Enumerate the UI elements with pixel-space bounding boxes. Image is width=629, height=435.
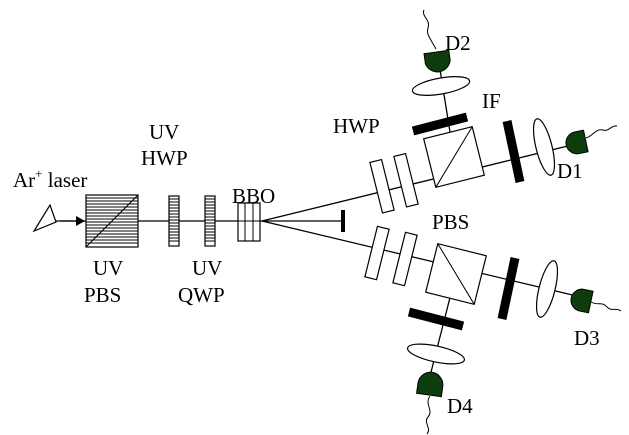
upper-hwp-plate-2 [393,152,419,208]
lower-hwp-plate-2 [392,231,418,287]
uv-pbs-label-2: PBS [84,283,121,307]
lens-d1 [532,118,556,176]
uv-pbs-cube [85,194,139,248]
lens-d4 [406,343,466,365]
detector-d4 [416,371,444,435]
d3-label: D3 [574,326,600,350]
uv-hwp-plate [168,195,180,247]
lower-pbs-cube [424,242,488,306]
uv-pbs-label-1: UV [93,256,123,280]
uv-qwp-label-2: QWP [178,283,225,307]
d2-label: D2 [445,31,471,55]
bbo-crystal [237,202,261,242]
laser-label: Ar+ laser [13,166,87,192]
detector-d2 [422,9,451,73]
lens-d3 [535,260,559,318]
if-filter-d4 [407,307,465,331]
d1-label: D1 [557,159,583,183]
uv-hwp-label-2: HWP [141,146,188,170]
upper-pbs-cube [422,125,486,189]
uv-qwp-plate [204,195,216,247]
pbs-label: PBS [432,210,469,234]
d4-label: D4 [447,394,473,418]
detector-d1 [565,125,618,155]
lower-hwp-plate-1 [364,225,390,281]
lower-photon-beam [261,220,586,299]
uv-hwp-label-1: UV [149,120,179,144]
lens-d2 [411,76,471,96]
uv-qwp-label-1: UV [192,256,222,280]
upper-hwp-plate-1 [369,158,395,214]
upper-photon-beam [261,142,581,222]
if-label: IF [482,89,501,113]
if-filter-d3 [497,257,520,320]
detector-d3 [570,288,622,314]
if-filter-d2 [411,112,469,136]
bbo-label: BBO [232,184,275,208]
if-filter-d1 [502,120,525,183]
laser-source [32,203,85,233]
hwp-label: HWP [333,114,380,138]
